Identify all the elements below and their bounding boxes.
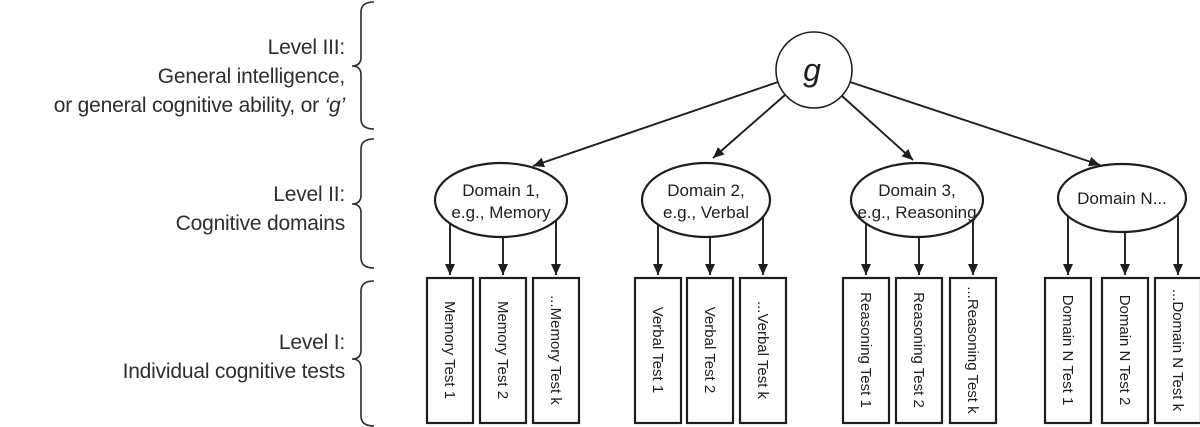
domain2-label-line1: Domain 2,	[667, 181, 744, 200]
brace-level2	[351, 138, 375, 269]
test-label-reasoning-k: ...Reasoning Test k	[964, 286, 981, 414]
test-box-verbal-k	[738, 276, 788, 425]
domain3-ellipse	[849, 161, 985, 239]
test-box-reasoning-k	[948, 276, 998, 425]
level2-label: Level II: Cognitive domains	[0, 180, 346, 238]
test-label-domainN-2: Domain N Test 2	[1116, 295, 1133, 406]
domain3-label-line2: e.g., Reasoning	[857, 203, 976, 222]
test-label-domainN-1: Domain N Test 1	[1059, 295, 1076, 406]
g-symbol-inline: ‘g’	[324, 94, 346, 117]
g-node	[775, 31, 853, 109]
test-box-domainN-2	[1100, 276, 1150, 425]
test-label-domainN-k: ...Domain N Test k	[1169, 289, 1186, 412]
test-box-memory-k	[531, 276, 581, 425]
domainN-ellipse	[1056, 162, 1188, 234]
level3-desc-line2: or general cognitive ability, or ‘g’	[53, 94, 346, 117]
arrow-g-domain2	[712, 94, 786, 159]
level2-title: Level II:	[273, 183, 345, 206]
brace-level3	[351, 1, 375, 130]
level1-label: Level I: Individual cognitive tests	[0, 328, 346, 386]
test-box-memory-1	[425, 276, 475, 425]
level3-desc-line1: General intelligence,	[157, 65, 345, 88]
test-box-domainN-1	[1043, 276, 1093, 425]
domain2-ellipse	[640, 161, 772, 239]
test-label-memory-k: ...Memory Test k	[547, 295, 564, 405]
test-label-memory-2: Memory Test 2	[494, 301, 511, 399]
test-label-verbal-2: Verbal Test 2	[701, 307, 718, 393]
test-box-reasoning-1	[841, 276, 891, 425]
test-label-memory-1: Memory Test 1	[441, 301, 458, 399]
level3-title: Level III:	[267, 36, 346, 59]
level1-desc: Individual cognitive tests	[122, 360, 346, 383]
domain2-label-line2: e.g., Verbal	[663, 203, 749, 222]
test-label-verbal-1: Verbal Test 1	[649, 307, 666, 393]
arrow-g-domainN	[849, 81, 1101, 167]
level2-desc: Cognitive domains	[175, 212, 346, 235]
arrow-g-domain1	[532, 81, 779, 168]
test-label-reasoning-2: Reasoning Test 2	[910, 292, 927, 408]
test-box-verbal-1	[633, 276, 683, 425]
test-box-reasoning-2	[894, 276, 944, 425]
test-box-domainN-k	[1153, 276, 1200, 425]
domainN-label: Domain N...	[1077, 189, 1167, 208]
level1-title: Level I:	[278, 331, 345, 354]
test-label-verbal-k: ...Verbal Test k	[754, 301, 771, 400]
test-box-verbal-2	[685, 276, 735, 425]
domain1-label-line2: e.g., Memory	[451, 203, 551, 222]
domain1-label-line1: Domain 1,	[462, 181, 539, 200]
test-box-memory-2	[478, 276, 528, 425]
g-node-label: g	[803, 52, 821, 88]
domain1-ellipse	[433, 161, 569, 239]
domain3-label-line1: Domain 3,	[878, 181, 955, 200]
brace-level1	[351, 280, 375, 427]
test-label-reasoning-1: Reasoning Test 1	[857, 292, 874, 408]
level3-label: Level III: General intelligence, or gene…	[0, 33, 345, 120]
arrow-g-domain3	[841, 95, 914, 161]
